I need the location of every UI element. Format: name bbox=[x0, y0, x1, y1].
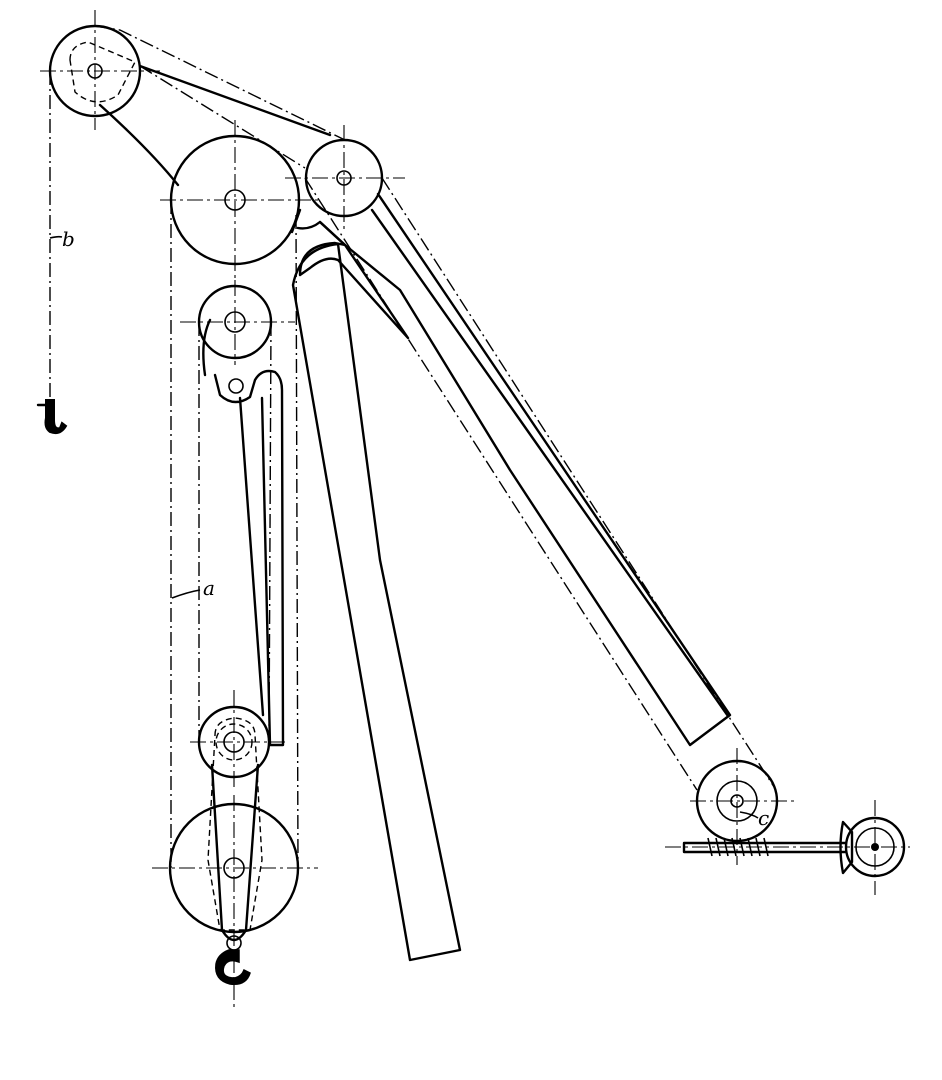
center-axes bbox=[40, 10, 910, 1010]
rope-right-inner bbox=[268, 321, 272, 743]
strut-body bbox=[291, 242, 462, 962]
rope-top bbox=[94, 25, 346, 169]
rope-right-outer bbox=[295, 214, 299, 869]
jib-inner-edge bbox=[318, 208, 730, 718]
hook-left-icon bbox=[44, 399, 68, 435]
strut-bar bbox=[298, 241, 410, 340]
lower-block-link bbox=[210, 763, 260, 942]
link-pin bbox=[228, 378, 244, 394]
upper-arm-plate bbox=[98, 64, 347, 247]
rope-jib-outer bbox=[381, 177, 777, 791]
label-a: a bbox=[203, 576, 215, 600]
label-a-leader bbox=[171, 589, 201, 599]
label-c-leader bbox=[739, 811, 759, 819]
label-b-leader bbox=[49, 235, 63, 239]
rope-jib-inner bbox=[304, 177, 698, 791]
jib-outer-edge bbox=[343, 192, 732, 747]
label-b: b bbox=[62, 227, 75, 251]
hook-bottom-icon bbox=[215, 949, 251, 986]
lower-block-hidden bbox=[207, 717, 263, 931]
label-c: c bbox=[758, 806, 769, 830]
hanger-link bbox=[202, 318, 285, 747]
